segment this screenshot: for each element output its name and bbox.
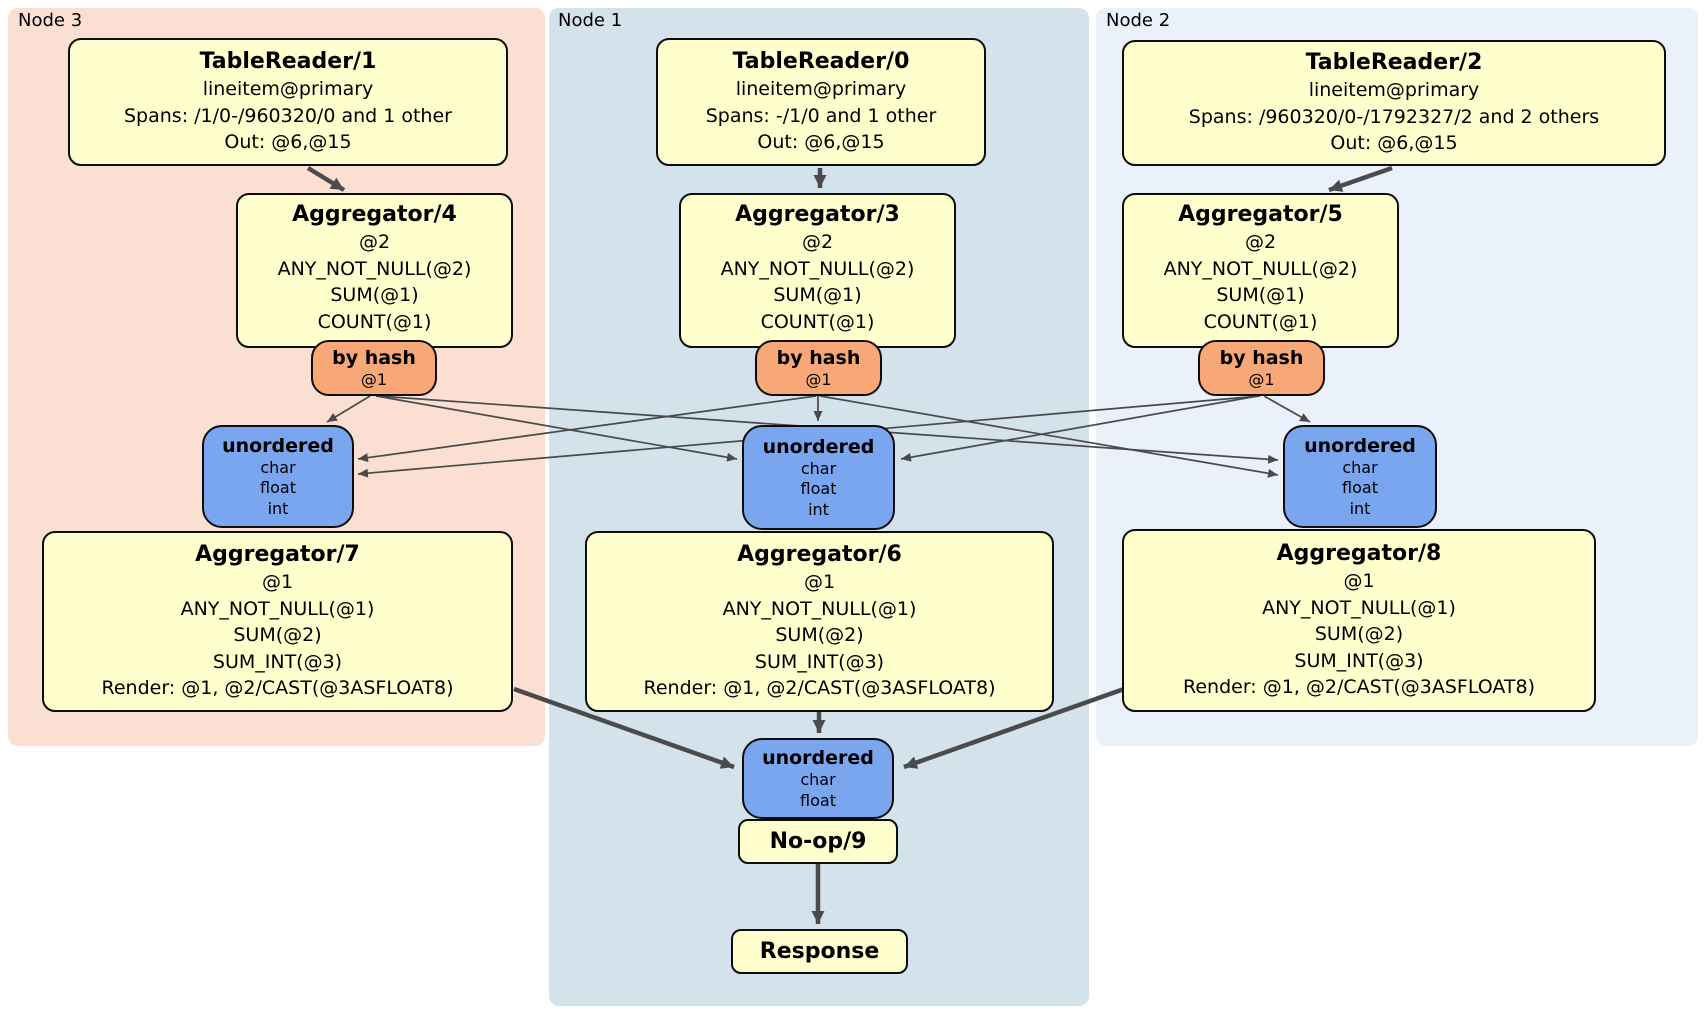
processor-tablereader-2: TableReader/2 lineitem@primary Spans: /9… (1122, 40, 1666, 166)
processor-detail: SUM_INT(@3) (754, 650, 885, 673)
processor-tablereader-0: TableReader/0 lineitem@primary Spans: -/… (656, 38, 986, 166)
edge-hash5-sync-right (1263, 395, 1311, 423)
node-2-label: Node 2 (1106, 10, 1171, 31)
processor-detail: @1 (1343, 570, 1375, 593)
processor-detail: @1 (803, 571, 836, 594)
processor-detail: ANY_NOT_NULL(@2) (1163, 257, 1358, 280)
processor-title: Aggregator/8 (1276, 541, 1442, 567)
edge-hash3-sync-right (819, 395, 1279, 478)
sync-detail: float (260, 478, 296, 498)
sync-detail: char (1342, 457, 1378, 477)
processor-detail: ANY_NOT_NULL(@2) (277, 257, 472, 280)
processor-detail: @1 (261, 571, 294, 594)
processor-detail: @2 (358, 231, 391, 253)
processor-detail: SUM(@2) (775, 624, 864, 647)
processor-tablereader-1: TableReader/1 lineitem@primary Spans: /1… (68, 38, 508, 166)
processor-title: TableReader/0 (732, 49, 910, 75)
processor-detail: SUM(@1) (1216, 284, 1305, 306)
processor-detail: SUM(@1) (773, 284, 862, 306)
router-title: by hash (332, 347, 416, 369)
processor-detail: @2 (801, 231, 834, 253)
router-by-hash-5: by hash @1 (1198, 340, 1325, 396)
sync-title: unordered (762, 435, 875, 458)
processor-detail: Spans: -/1/0 and 1 other (705, 104, 937, 127)
processor-detail: COUNT(@1) (1203, 310, 1318, 333)
processor-detail: Spans: /960320/0-/1792327/2 and 2 others (1188, 105, 1600, 128)
sync-unordered-node2: unordered char float int (1283, 425, 1437, 528)
router-title: by hash (776, 347, 861, 369)
processor-detail: ANY_NOT_NULL(@1) (722, 597, 917, 620)
sync-unordered-node1: unordered char float int (742, 425, 895, 530)
processor-detail: SUM_INT(@3) (1294, 649, 1424, 672)
router-title: by hash (1219, 347, 1304, 369)
edge-agg7-final (513, 686, 735, 770)
processor-detail: @2 (1244, 231, 1277, 253)
edge-tr2-agg5 (1328, 165, 1393, 193)
processor-detail: Out: @6,@15 (757, 131, 885, 154)
router-by-hash-4: by hash @1 (311, 340, 437, 396)
sync-detail: int (267, 498, 289, 518)
edge-hash3-sync-left (357, 395, 817, 463)
sync-detail: float (800, 479, 837, 499)
processor-detail: SUM(@2) (233, 624, 322, 647)
processor-title: Aggregator/3 (735, 202, 900, 227)
processor-detail: lineitem@primary (202, 78, 374, 101)
processor-title: Aggregator/7 (195, 542, 360, 568)
processor-detail: ANY_NOT_NULL(@1) (180, 597, 375, 620)
edge-hash5-sync-center (900, 395, 1259, 462)
processor-aggregator-5: Aggregator/5 @2 ANY_NOT_NULL(@2) SUM(@1)… (1122, 193, 1399, 348)
edge-hash4-sync-center (375, 395, 738, 462)
sync-detail: char (800, 770, 836, 789)
processor-detail: SUM(@1) (330, 284, 419, 306)
processor-detail: COUNT(@1) (760, 310, 875, 333)
processor-response: Response (731, 929, 908, 974)
edge-agg8-final (903, 686, 1125, 770)
processor-aggregator-8: Aggregator/8 @1 ANY_NOT_NULL(@1) SUM(@2)… (1122, 529, 1596, 712)
router-by-hash-3: by hash @1 (755, 340, 882, 396)
processor-no-op-9: No-op/9 (738, 819, 898, 864)
sync-detail: char (260, 457, 296, 477)
edge-tr1-agg4 (306, 166, 346, 192)
processor-detail: Out: @6,@15 (224, 131, 352, 154)
sync-unordered-final: unordered char float (742, 738, 894, 819)
processor-title: Aggregator/4 (292, 202, 457, 227)
processor-aggregator-3: Aggregator/3 @2 ANY_NOT_NULL(@2) SUM(@1)… (679, 193, 956, 348)
sync-title: unordered (222, 434, 334, 457)
sync-detail: float (800, 790, 836, 810)
processor-title: Response (759, 938, 880, 964)
sync-detail: int (808, 499, 829, 519)
processor-detail: Render: @1, @2/CAST(@3ASFLOAT8) (101, 677, 454, 700)
node-1-label: Node 1 (558, 10, 623, 31)
edge-hash4-sync-left (326, 395, 371, 423)
processor-aggregator-7: Aggregator/7 @1 ANY_NOT_NULL(@1) SUM(@2)… (42, 531, 513, 712)
processor-detail: Render: @1, @2/CAST(@3ASFLOAT8) (643, 677, 996, 700)
processor-aggregator-4: Aggregator/4 @2 ANY_NOT_NULL(@2) SUM(@1)… (236, 193, 513, 348)
sync-title: unordered (762, 747, 874, 769)
processor-detail: lineitem@primary (735, 78, 907, 101)
node-3-label: Node 3 (18, 10, 83, 31)
sync-detail: char (800, 458, 837, 478)
processor-detail: ANY_NOT_NULL(@1) (1262, 596, 1456, 619)
sync-detail: float (1342, 478, 1378, 498)
processor-detail: ANY_NOT_NULL(@2) (720, 257, 915, 280)
processor-detail: lineitem@primary (1308, 79, 1480, 102)
router-detail: @1 (805, 370, 832, 389)
sync-title: unordered (1304, 434, 1416, 457)
processor-title: Aggregator/6 (737, 542, 902, 568)
processor-detail: SUM_INT(@3) (212, 650, 343, 673)
sync-detail: int (1349, 498, 1371, 518)
processor-detail: Spans: /1/0-/960320/0 and 1 other (124, 104, 452, 127)
processor-title: TableReader/1 (199, 49, 377, 75)
processor-detail: COUNT(@1) (317, 310, 432, 333)
processor-title: Aggregator/5 (1178, 202, 1343, 227)
router-detail: @1 (1248, 370, 1275, 389)
sync-unordered-node3: unordered char float int (202, 425, 354, 528)
processor-title: No-op/9 (769, 828, 867, 854)
processor-detail: SUM(@2) (1314, 623, 1404, 646)
router-detail: @1 (360, 370, 388, 389)
processor-title: TableReader/2 (1305, 50, 1483, 76)
processor-detail: Render: @1, @2/CAST(@3ASFLOAT8) (1183, 676, 1535, 699)
processor-detail: Out: @6,@15 (1330, 132, 1458, 155)
processor-aggregator-6: Aggregator/6 @1 ANY_NOT_NULL(@1) SUM(@2)… (585, 531, 1054, 712)
